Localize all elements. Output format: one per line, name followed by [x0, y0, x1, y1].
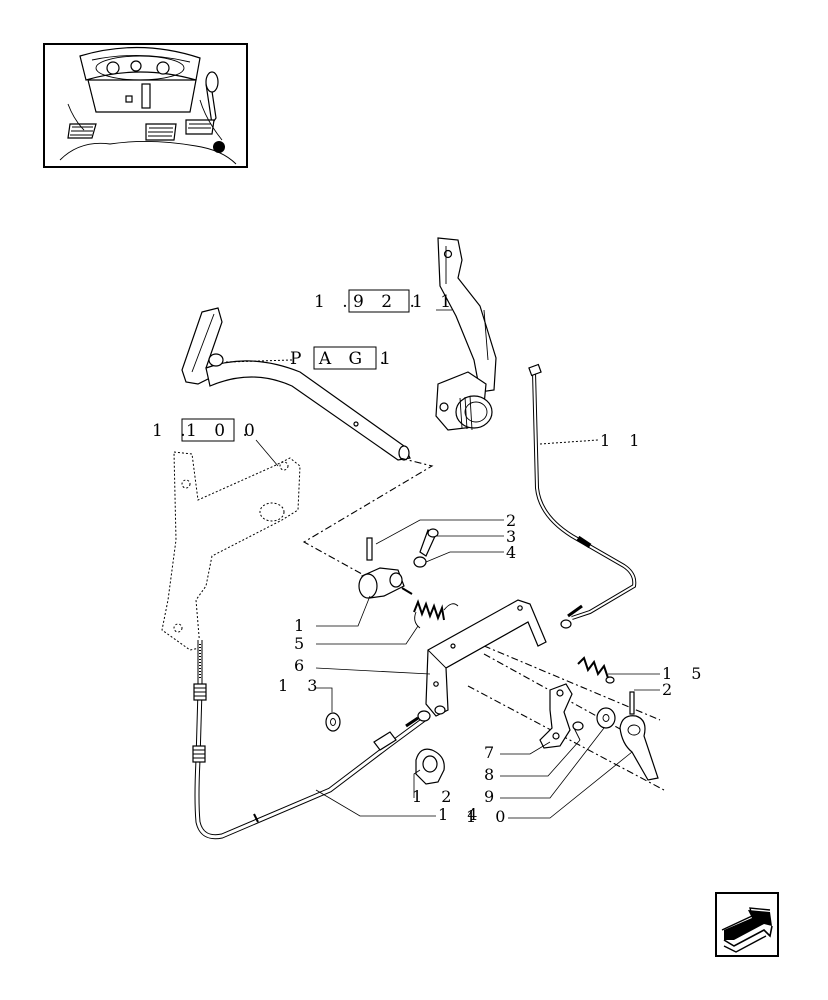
- part-8-screw: [572, 721, 584, 741]
- callout-1[interactable]: 1: [294, 616, 311, 635]
- callout-8[interactable]: 8: [484, 765, 501, 784]
- callout-12[interactable]: 1 2: [412, 787, 458, 806]
- brake-lever-assembly: [435, 237, 497, 431]
- svg-text:1: 1: [380, 349, 397, 369]
- svg-text:1 .: 1 .: [152, 421, 192, 441]
- part-12-clip: [415, 748, 445, 785]
- ref-1-92-11[interactable]: 1 . 9 2 . 1 1: [314, 289, 457, 313]
- callout-5[interactable]: 5: [294, 634, 311, 653]
- callout-14[interactable]: 1 4: [438, 805, 484, 824]
- callout-2-right[interactable]: 2: [662, 680, 679, 699]
- part-15-spring: [577, 656, 615, 684]
- callout-13[interactable]: 1 3: [278, 676, 324, 695]
- part-2-pin: [366, 537, 373, 561]
- location-marker: [213, 141, 225, 153]
- callout-7[interactable]: 7: [484, 743, 501, 762]
- assembly-line-b: [469, 639, 661, 721]
- part-1-clamp: [358, 567, 413, 599]
- svg-text:1 .: 1 .: [314, 292, 354, 312]
- mounting-bracket: [161, 451, 301, 651]
- part-11-rod: [528, 363, 637, 629]
- callout-11[interactable]: 1 1: [600, 431, 646, 450]
- part-13-washer: [325, 712, 341, 732]
- callout-3[interactable]: 3: [506, 527, 523, 546]
- svg-text:1 0 .: 1 0 .: [186, 421, 254, 441]
- ref-pag-1[interactable]: P A G . 1: [225, 346, 397, 370]
- assembly-line-a: [302, 457, 434, 585]
- svg-text:1 1: 1 1: [412, 292, 457, 312]
- part-14-cable: [192, 640, 446, 840]
- callout-2-top[interactable]: 2: [506, 511, 523, 530]
- part-10-lever: [619, 715, 659, 781]
- part-5-spring: [413, 599, 459, 629]
- part-7-lever: [539, 683, 573, 749]
- assembly-line-c: [467, 685, 665, 791]
- callout-4[interactable]: 4: [506, 543, 523, 562]
- callout-6[interactable]: 6: [294, 656, 311, 675]
- svg-text:0: 0: [244, 421, 261, 441]
- callout-leaders: [315, 439, 660, 819]
- svg-text:9 2 .: 9 2 .: [353, 292, 421, 312]
- part-4-washer: [413, 556, 427, 568]
- next-page-arrow-icon[interactable]: [715, 892, 779, 957]
- part-2b-pin: [629, 691, 635, 715]
- callout-9[interactable]: 9: [484, 787, 501, 806]
- part-6-bracket: [425, 599, 547, 717]
- part-3-bolt: [419, 528, 439, 557]
- ref-1-10-0[interactable]: 1 . 1 0 . 0: [152, 418, 279, 467]
- location-thumbnail[interactable]: [43, 43, 248, 168]
- callout-10[interactable]: 1 0: [466, 807, 512, 826]
- part-9-washer: [596, 707, 616, 729]
- callout-15[interactable]: 1 5: [662, 664, 708, 683]
